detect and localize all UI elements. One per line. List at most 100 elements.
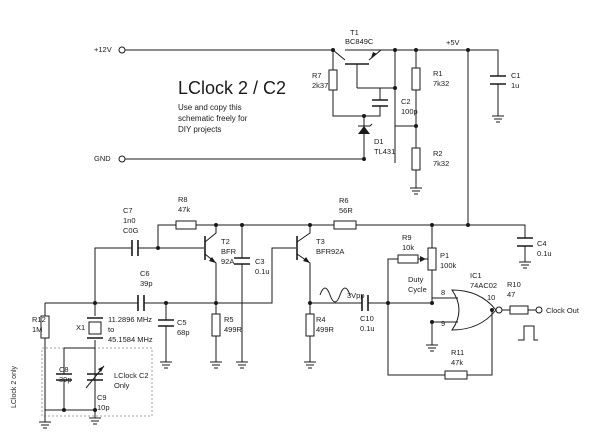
ic1-nor-gate: 8 9 10 IC1 74AC02 bbox=[432, 271, 503, 331]
x1-ref: X1 bbox=[76, 323, 85, 332]
r11-value: 47k bbox=[451, 358, 463, 367]
clock-out-label: Clock Out bbox=[546, 306, 580, 315]
c6-ref: C6 bbox=[140, 269, 150, 278]
resistor-r7: R7 2k37 bbox=[312, 50, 364, 117]
lclock-c2-label: LClock C2 bbox=[114, 371, 149, 380]
r1-value: 7k32 bbox=[433, 79, 449, 88]
sine-wave-icon bbox=[319, 287, 351, 303]
c7-value: 1n0 bbox=[123, 216, 136, 225]
note-line-3: DIY projects bbox=[178, 125, 221, 134]
capacitor-c3: C3 0.1u bbox=[234, 225, 270, 369]
resistor-r10: R10 47 bbox=[502, 280, 536, 315]
r1-ref: R1 bbox=[433, 69, 443, 78]
r5-value: 499R bbox=[224, 325, 243, 334]
ic1-pin8: 8 bbox=[441, 288, 445, 297]
vpp-label: 3Vpp bbox=[347, 291, 365, 300]
resistor-r9: R9 10k bbox=[387, 233, 430, 303]
c4-ref: C4 bbox=[537, 239, 547, 248]
c10-value: 0.1u bbox=[360, 324, 375, 333]
crystal-bus-wire bbox=[44, 348, 96, 411]
x1-freq1: 11.2896 MHz bbox=[108, 315, 152, 324]
x1-freq2: 45.1584 MHz bbox=[108, 335, 153, 344]
capacitor-c9: C9 10p bbox=[85, 348, 110, 425]
r7-value: 2k37 bbox=[312, 81, 328, 90]
c2-value: 100p bbox=[401, 107, 418, 116]
lclock2-only-label: LClock 2 only bbox=[11, 365, 18, 408]
x1-to: to bbox=[108, 325, 114, 334]
rail-12v: +12V bbox=[94, 45, 396, 163]
c6-value: 39p bbox=[140, 279, 153, 288]
r8-value: 47k bbox=[178, 205, 190, 214]
r6-value: 56R bbox=[339, 206, 353, 215]
rail-12v-label: +12V bbox=[94, 45, 112, 54]
c8-value: 39p bbox=[59, 375, 72, 384]
duty-label: Duty bbox=[408, 275, 424, 284]
r11-ref: R11 bbox=[451, 348, 464, 357]
resistor-r5: R5 499R bbox=[210, 303, 243, 369]
ic1-pin10: 10 bbox=[487, 293, 495, 302]
c9-ref: C9 bbox=[97, 393, 107, 402]
note-line-1: Use and copy this bbox=[178, 103, 242, 112]
c4-value: 0.1u bbox=[537, 249, 552, 258]
ic1-value: 74AC02 bbox=[470, 281, 497, 290]
resistor-r12: R12 1M bbox=[32, 302, 95, 348]
r2-value: 7k32 bbox=[433, 159, 449, 168]
r10-ref: R10 bbox=[507, 280, 521, 289]
t1-ref: T1 bbox=[350, 28, 359, 37]
ic1-pin9: 9 bbox=[441, 319, 445, 328]
c3-ref: C3 bbox=[255, 257, 265, 266]
c7-type: C0G bbox=[123, 226, 139, 235]
transistor-t3: T3 BFR92A bbox=[216, 225, 344, 304]
resistor-r2: R2 7k32 bbox=[395, 125, 449, 195]
terminal-gnd bbox=[118, 155, 126, 163]
potentiometer-p1: P1 100k Duty Cycle bbox=[408, 225, 457, 352]
d1-ref: D1 bbox=[374, 137, 384, 146]
resistor-r8: R8 47k bbox=[157, 195, 225, 248]
note-line-2: schematic freely for bbox=[178, 114, 248, 123]
r2-ref: R2 bbox=[433, 149, 443, 158]
lclock-c2-only-label: Only bbox=[114, 381, 130, 390]
transistor-t1: T1 BC849C bbox=[332, 28, 382, 88]
capacitor-c7: C7 1n0 C0G bbox=[94, 206, 175, 303]
capacitor-c4: C4 0.1u bbox=[468, 224, 552, 269]
c10-ref: C10 bbox=[360, 314, 374, 323]
r6-ref: R6 bbox=[339, 196, 349, 205]
t3-ref: T3 bbox=[316, 237, 325, 246]
capacitor-c2: C2 100p bbox=[357, 87, 418, 117]
resistor-r4: R4 499R bbox=[304, 303, 335, 369]
square-wave-icon bbox=[518, 325, 538, 341]
capacitor-c1: C1 1u bbox=[490, 68, 521, 123]
c1-value: 1u bbox=[511, 81, 519, 90]
crystal-x1: X1 11.2896 MHz to 45.1584 MHz bbox=[76, 303, 153, 348]
capacitor-c5: C5 68p bbox=[158, 303, 190, 369]
capacitor-c8: C8 39p bbox=[56, 348, 72, 410]
resistor-r6: R6 56R bbox=[333, 196, 357, 230]
t2-value: BFR bbox=[221, 247, 237, 256]
resistor-r1: R1 7k32 bbox=[411, 50, 449, 126]
ic1-ref: IC1 bbox=[470, 271, 482, 280]
rail-5v-label: +5V bbox=[446, 38, 460, 47]
c9-value: 10p bbox=[97, 403, 110, 412]
c5-value: 68p bbox=[177, 328, 190, 337]
r4-value: 499R bbox=[316, 325, 335, 334]
c1-ref: C1 bbox=[511, 71, 521, 80]
r9-ref: R9 bbox=[402, 233, 412, 242]
p1-ref: P1 bbox=[440, 251, 449, 260]
t1-value: BC849C bbox=[345, 37, 374, 46]
t2-ref: T2 bbox=[221, 237, 230, 246]
r10-value: 47 bbox=[507, 290, 515, 299]
c2-ref: C2 bbox=[401, 97, 411, 106]
r7-ref: R7 bbox=[312, 71, 322, 80]
r12-value: 1M bbox=[32, 325, 42, 334]
r4-ref: R4 bbox=[316, 315, 326, 324]
junction-dots bbox=[62, 48, 494, 412]
r8-ref: R8 bbox=[178, 195, 188, 204]
r9-value: 10k bbox=[402, 243, 414, 252]
crystal-ground-wire bbox=[39, 410, 51, 429]
c8-ref: C8 bbox=[59, 365, 69, 374]
page-title: LClock 2 / C2 bbox=[178, 78, 286, 98]
t2-value2: 92A bbox=[221, 257, 234, 266]
p1-value: 100k bbox=[440, 261, 457, 270]
d1-value: TL431 bbox=[374, 147, 395, 156]
